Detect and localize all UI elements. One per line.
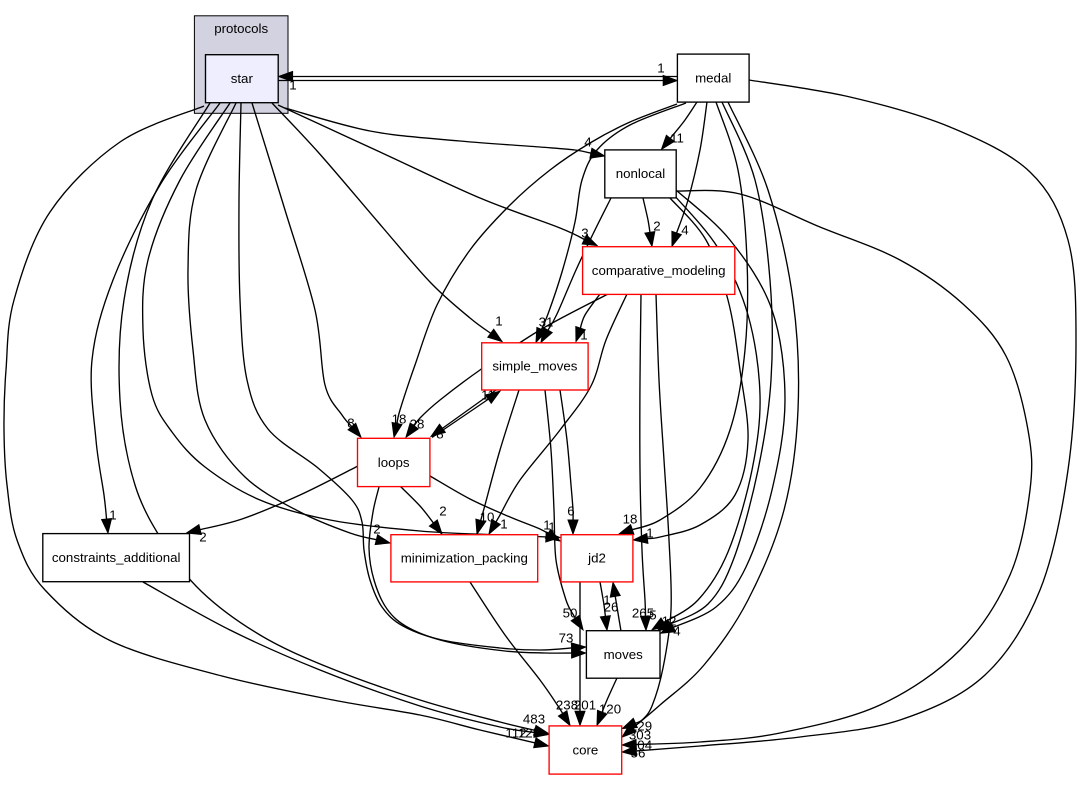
svg-text:8: 8 (347, 416, 354, 431)
svg-text:303: 303 (629, 728, 651, 743)
svg-text:6: 6 (567, 504, 574, 519)
svg-text:1: 1 (495, 314, 502, 329)
svg-text:1: 1 (543, 518, 550, 533)
svg-text:50: 50 (563, 606, 578, 621)
svg-text:18: 18 (623, 512, 638, 527)
svg-text:1: 1 (500, 517, 507, 532)
svg-text:4: 4 (584, 135, 591, 150)
svg-text:1: 1 (580, 328, 587, 343)
svg-text:26: 26 (604, 600, 619, 615)
svg-text:jd2: jd2 (587, 551, 606, 566)
svg-text:28: 28 (410, 417, 425, 432)
svg-text:11: 11 (481, 388, 495, 403)
svg-text:11: 11 (670, 131, 684, 146)
svg-text:1: 1 (548, 520, 555, 535)
svg-text:120: 120 (599, 702, 621, 717)
svg-text:4: 4 (681, 223, 688, 238)
svg-text:moves: moves (604, 647, 644, 662)
svg-text:238: 238 (556, 698, 578, 713)
svg-text:protocols: protocols (214, 21, 268, 36)
svg-text:loops: loops (378, 455, 410, 470)
svg-text:265: 265 (632, 606, 654, 621)
svg-text:1: 1 (289, 78, 296, 93)
svg-text:73: 73 (559, 631, 574, 646)
svg-text:4: 4 (673, 624, 680, 639)
svg-text:2: 2 (199, 530, 206, 545)
svg-text:8: 8 (436, 427, 443, 442)
svg-text:5: 5 (649, 608, 656, 623)
svg-text:104: 104 (630, 738, 652, 753)
svg-text:constraints_additional: constraints_additional (52, 550, 181, 565)
svg-text:minimization_packing: minimization_packing (401, 551, 528, 566)
svg-text:18: 18 (392, 412, 407, 427)
svg-text:112: 112 (505, 726, 526, 741)
svg-text:201: 201 (574, 698, 596, 713)
svg-text:2: 2 (373, 522, 380, 537)
svg-text:31: 31 (539, 315, 554, 330)
svg-text:10: 10 (480, 510, 495, 525)
svg-text:1: 1 (657, 61, 664, 76)
svg-text:2: 2 (653, 219, 660, 234)
svg-text:3: 3 (581, 226, 588, 241)
svg-text:nonlocal: nonlocal (616, 166, 666, 181)
svg-text:medal: medal (695, 70, 731, 85)
svg-text:comparative_modeling: comparative_modeling (592, 263, 726, 278)
svg-text:core: core (572, 742, 598, 757)
svg-text:star: star (231, 71, 254, 86)
svg-text:1: 1 (646, 526, 653, 541)
svg-text:483: 483 (523, 712, 545, 727)
svg-text:simple_moves: simple_moves (492, 359, 577, 374)
svg-text:2: 2 (439, 504, 446, 519)
svg-text:129: 129 (630, 719, 652, 734)
svg-text:1: 1 (603, 593, 610, 608)
svg-text:1: 1 (109, 508, 116, 523)
